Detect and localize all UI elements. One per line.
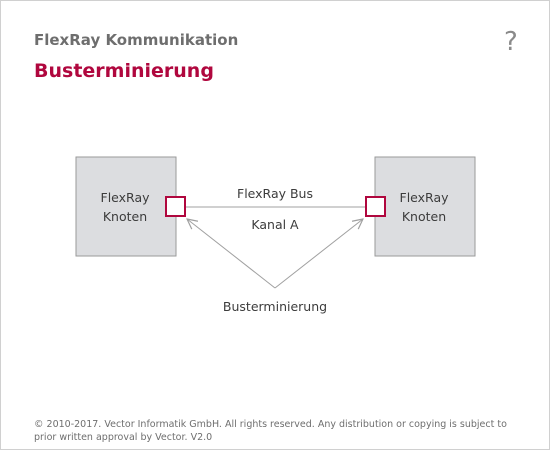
termination-arrow-right — [274, 219, 363, 289]
section-subtitle: FlexRay Kommunikation — [34, 31, 239, 49]
flexray-node-left — [75, 156, 177, 257]
page-title: Busterminierung — [34, 60, 214, 82]
copyright-footer: © 2010-2017. Vector Informatik GmbH. All… — [34, 419, 507, 443]
port-right — [365, 196, 386, 217]
termination-label: Busterminierung — [223, 299, 327, 314]
bus-label: FlexRay Bus — [237, 186, 313, 201]
flexray-node-right — [374, 156, 476, 257]
termination-arrow-left — [187, 219, 276, 289]
node-left-label-line2: Knoten — [103, 209, 147, 224]
node-right-label-line1: FlexRay — [400, 190, 450, 205]
node-right-label-line2: Knoten — [402, 209, 446, 224]
help-icon[interactable]: ? — [504, 27, 518, 57]
port-left — [165, 196, 186, 217]
node-left-label-line1: FlexRay — [101, 190, 151, 205]
channel-label: Kanal A — [251, 217, 299, 232]
